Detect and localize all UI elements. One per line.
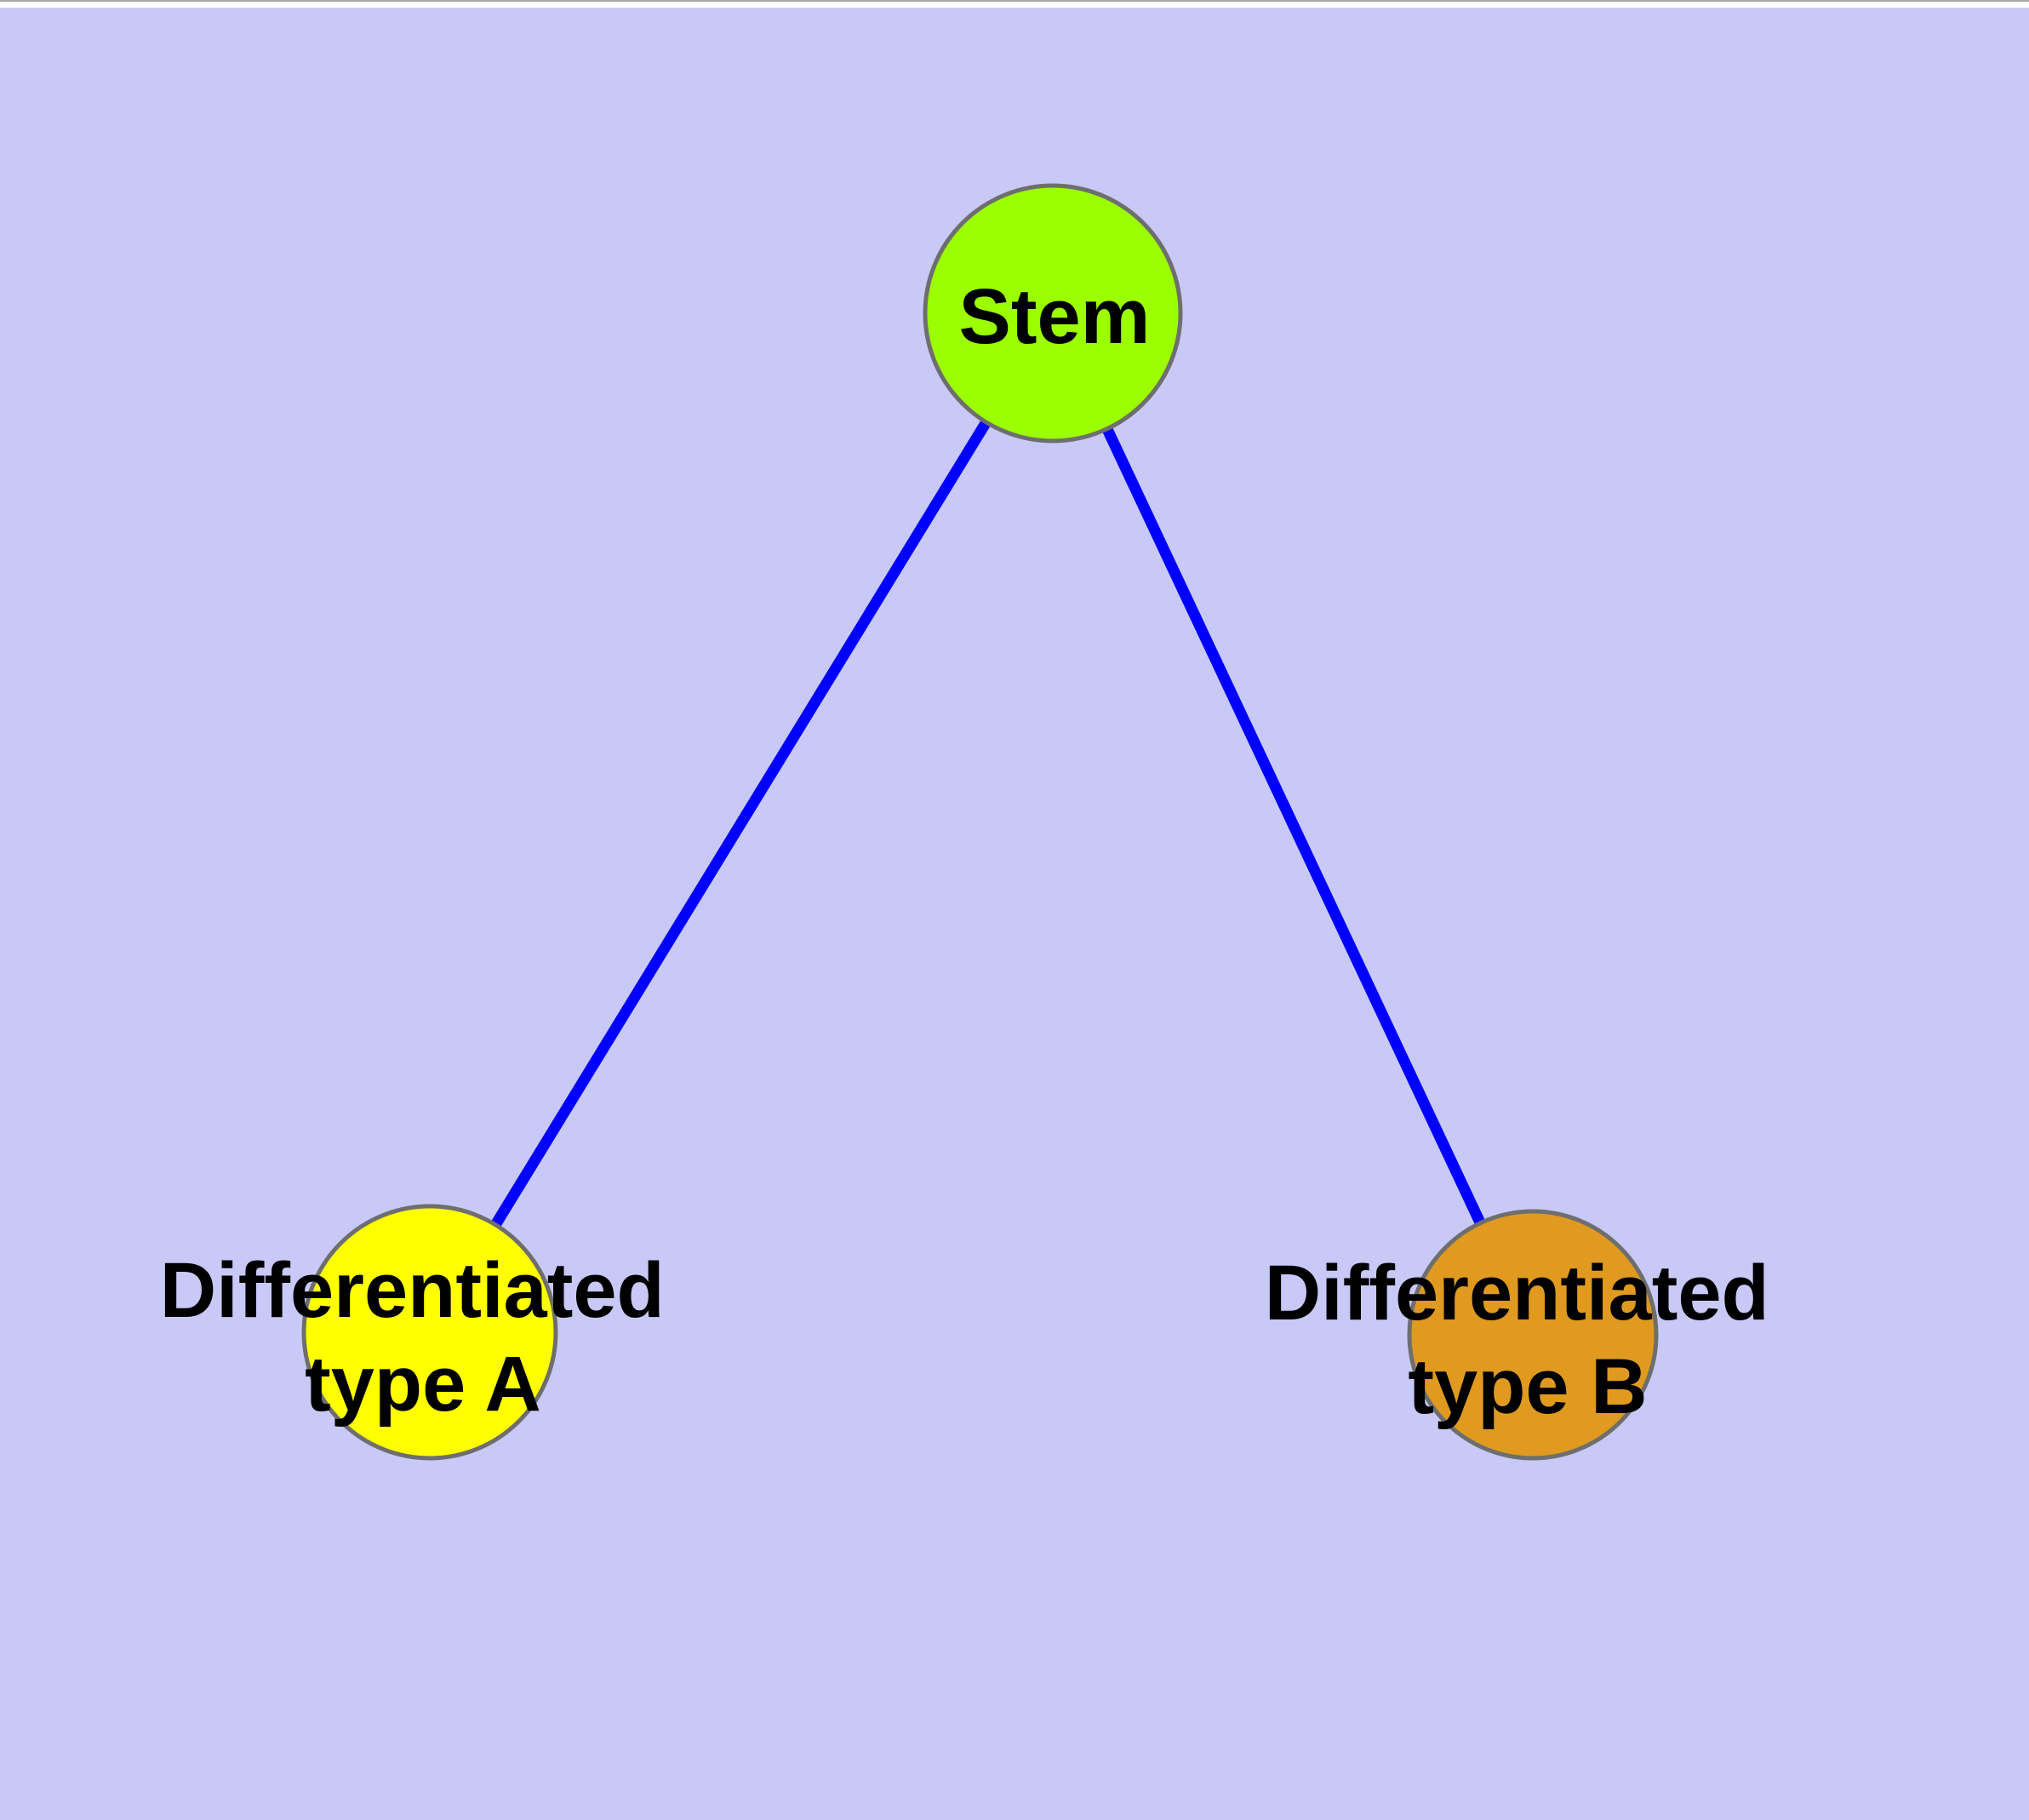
node-type-b-label: Differentiated type B — [1265, 1250, 1792, 1430]
node-type-b-label-line1: Differentiated — [1265, 1250, 1769, 1336]
node-type-b-circle — [1407, 1209, 1659, 1461]
edge-stem-to-type-a — [425, 310, 1058, 1336]
node-stem-circle — [923, 183, 1183, 444]
node-type-a-label-line1: Differentiated — [160, 1247, 665, 1334]
node-type-a-circle — [301, 1204, 558, 1461]
node-stem-label: Stem — [959, 273, 1151, 360]
window-top-strip — [0, 0, 2029, 8]
node-type-a-label: Differentiated type A — [160, 1247, 687, 1428]
node-type-b-label-line2: type B — [1408, 1343, 1647, 1430]
edge-stem-to-type-b — [1048, 311, 1538, 1337]
node-type-a-label-line2: type A — [305, 1341, 541, 1428]
